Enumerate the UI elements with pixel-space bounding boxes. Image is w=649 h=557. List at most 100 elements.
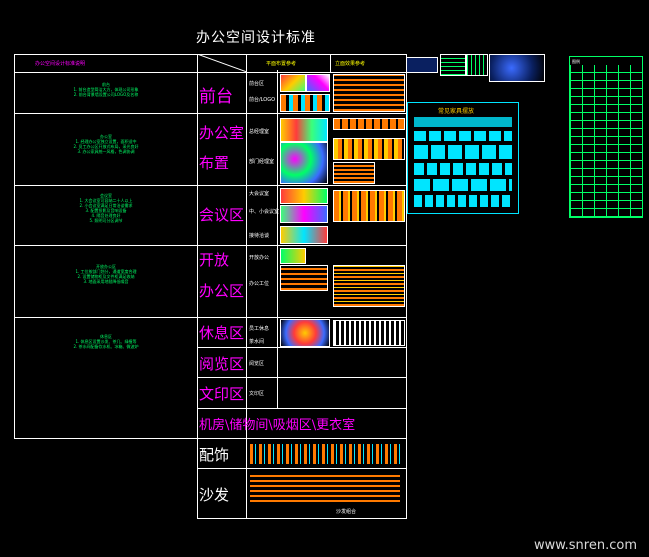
thumbnail[interactable] xyxy=(280,74,306,92)
desc-lounge: 休息区 1. 休息区设置沙发、茶几、绿植等 2. 茶水间配备饮水机、冰箱、微波炉 xyxy=(18,334,194,349)
header-plan: 平面布置参考 xyxy=(266,61,297,67)
table-border-left xyxy=(14,54,15,439)
watermark: www.snren.com xyxy=(533,538,637,553)
header-diagonal xyxy=(197,54,247,72)
legend-title: 图例 xyxy=(572,59,580,64)
desc-line: 1. 工位按部门划分，通道宽度合理 xyxy=(75,269,137,274)
thumbnail[interactable] xyxy=(466,54,488,76)
thumbnail[interactable] xyxy=(333,162,375,184)
desc-title: 会议室 xyxy=(100,193,112,198)
sub-label: 中、小会议室 xyxy=(249,209,280,215)
section-name-reception: 前台 xyxy=(199,87,233,107)
furniture-row[interactable] xyxy=(414,117,512,127)
thumbnail[interactable] xyxy=(280,118,328,142)
section-name-reading: 阅览区 xyxy=(199,355,245,373)
row-divider-5 xyxy=(197,347,407,348)
desc-line: 1. 前台造型简洁大方，体现公司形象 xyxy=(73,87,139,92)
table-border-right xyxy=(406,54,407,519)
thumbnail[interactable] xyxy=(406,57,438,73)
desc-line: 2. 设置储物柜及文件柜满足收纳 xyxy=(77,274,135,279)
page-title: 办公空间设计标准 xyxy=(196,30,316,46)
sub-label: 部门经理室 xyxy=(249,159,275,165)
table-border-bottom xyxy=(14,438,198,439)
desc-line: 3. 办公家具统一风格，色调协调 xyxy=(77,149,135,154)
thumbnail[interactable] xyxy=(280,188,328,204)
section-name-print: 文印区 xyxy=(199,385,245,403)
thumbnail[interactable] xyxy=(333,320,405,346)
sub-label: 办公工位 xyxy=(249,281,270,287)
thumbnail[interactable] xyxy=(333,118,405,130)
desc-line: 3. 地面采用地毯降低噪音 xyxy=(83,279,129,284)
table-border-top xyxy=(14,54,407,55)
desc-line: 2. 茶水间配备饮水机、冰箱、微波炉 xyxy=(73,344,139,349)
thumbnail[interactable] xyxy=(280,226,328,244)
furniture-row[interactable] xyxy=(414,163,512,175)
desc-office: 办公室 1. 经理办公室独立设置，面积适中 2. 员工办公区开放式布局，采光良好… xyxy=(18,134,194,154)
desc-meeting: 会议室 1. 大会议室可容纳二十人以上 2. 小会议室满足日常洽谈需求 3. 配… xyxy=(18,193,194,223)
desc-title: 前台 xyxy=(102,82,110,87)
thumbnail[interactable] xyxy=(489,54,545,82)
desc-line: 3. 配置投影及音响设备 xyxy=(85,208,127,213)
thumbnail[interactable] xyxy=(280,142,328,184)
section-name-storage: 机房\储物间\吸烟区\更衣室 xyxy=(199,418,356,433)
section-name-lounge: 休息区 xyxy=(199,324,245,342)
desc-title: 休息区 xyxy=(100,334,112,339)
row-divider-9 xyxy=(197,468,407,469)
legend-table: 图例 xyxy=(569,56,643,218)
desc-line: 1. 经理办公室独立设置，面积适中 xyxy=(75,139,137,144)
row-divider-8 xyxy=(197,438,407,439)
sub-label: 接待洽谈 xyxy=(249,233,270,239)
sub-label: 大会议室 xyxy=(249,191,270,197)
divider-col-2 xyxy=(246,54,247,519)
thumbnail[interactable] xyxy=(440,54,466,76)
header-col-divider xyxy=(330,54,331,72)
thumbnail[interactable] xyxy=(306,74,330,92)
thumbnail[interactable] xyxy=(280,265,328,291)
section-name-open-b: 办公区 xyxy=(199,282,245,300)
desc-title: 开放办公区 xyxy=(96,264,116,269)
desc-open-office: 开放办公区 1. 工位按部门划分，通道宽度合理 2. 设置储物柜及文件柜满足收纳… xyxy=(18,264,194,284)
thumbnail[interactable] xyxy=(280,205,328,223)
desc-line: 5. 照明可分区调节 xyxy=(89,218,123,223)
desc-line: 4. 隔音处理良好 xyxy=(91,213,121,218)
furniture-panel: 常见家具摆放 xyxy=(407,102,519,214)
thumbnail[interactable] xyxy=(280,248,306,264)
furniture-row[interactable] xyxy=(414,145,512,159)
desc-line: 2. 前台背景墙设置公司LOGO及名称 xyxy=(73,92,139,97)
section-name-office-b: 布置 xyxy=(199,154,230,172)
row-divider-7 xyxy=(197,408,407,409)
thumbnail[interactable] xyxy=(280,94,330,112)
desc-title: 办公室 xyxy=(100,134,112,139)
row-divider-1 xyxy=(14,113,407,114)
thumbnail[interactable] xyxy=(333,190,405,222)
row-divider-6 xyxy=(197,377,407,378)
sofa-strip[interactable] xyxy=(250,472,400,502)
thumbnail[interactable] xyxy=(280,319,330,347)
section-name-decor: 配饰 xyxy=(199,446,230,464)
furniture-row[interactable] xyxy=(414,195,512,207)
legend-grid xyxy=(570,65,642,217)
header-divider xyxy=(14,72,407,73)
sub-label: 员工休息 xyxy=(249,326,270,332)
thumbnail[interactable] xyxy=(333,265,405,307)
header-elev: 立面效果参考 xyxy=(335,61,366,67)
decor-strip[interactable] xyxy=(250,444,400,464)
desc-reception: 前台 1. 前台造型简洁大方，体现公司形象 2. 前台背景墙设置公司LOGO及名… xyxy=(18,82,194,97)
section-name-sofa: 沙发 xyxy=(199,486,230,504)
desc-line: 1. 大会议室可容纳二十人以上 xyxy=(79,198,133,203)
desc-line: 2. 员工办公区开放式布局，采光良好 xyxy=(73,144,139,149)
section-name-open-a: 开放 xyxy=(199,251,230,269)
thumbnail[interactable] xyxy=(333,74,405,112)
sub-label: 文印区 xyxy=(249,391,265,397)
sub-label: 开放办公 xyxy=(249,255,270,261)
furniture-row[interactable] xyxy=(414,131,512,141)
row-divider-3 xyxy=(14,245,407,246)
sub-label: 前台/LOGO xyxy=(249,97,276,103)
row-divider-2 xyxy=(14,185,407,186)
divider-col-1 xyxy=(197,54,198,519)
furniture-row[interactable] xyxy=(414,179,512,191)
thumbnail[interactable] xyxy=(333,138,405,160)
row-divider-4 xyxy=(14,317,407,318)
section-name-meeting: 会议区 xyxy=(199,206,245,224)
